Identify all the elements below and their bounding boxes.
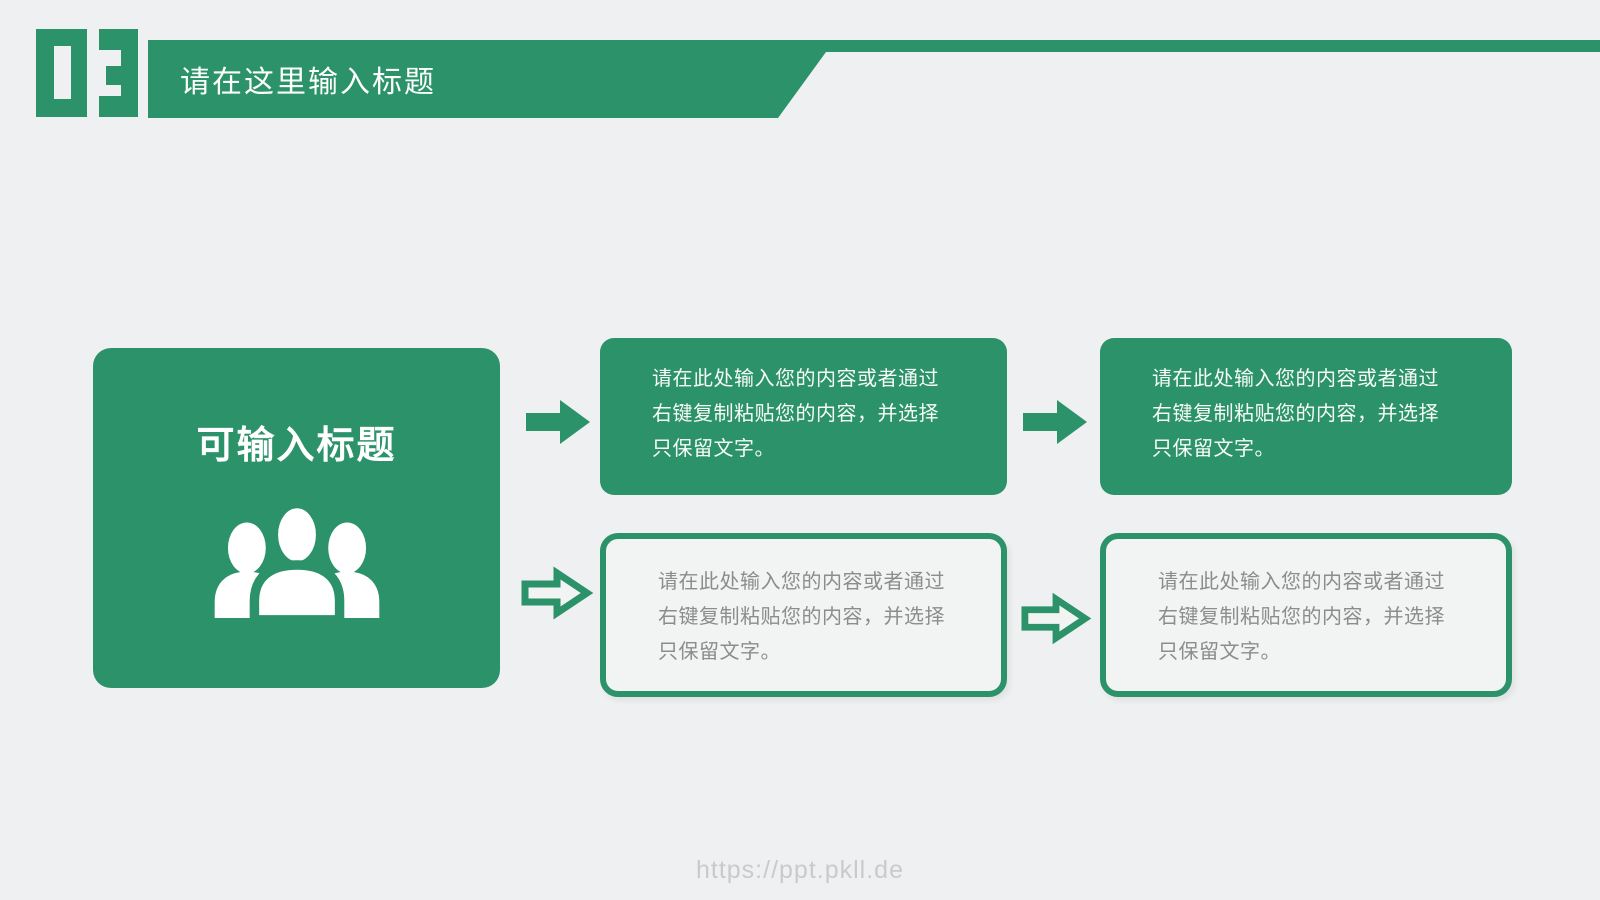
watermark-url: https://ppt.pkll.de <box>695 856 904 884</box>
left-title-card: 可输入标题 <box>93 348 500 688</box>
content-line: 右键复制粘贴您的内容，并选择 <box>1158 606 1445 628</box>
content-line: 请在此处输入您的内容或者通过 <box>652 368 939 390</box>
card-title: 可输入标题 <box>196 425 397 467</box>
content-line: 只保留文字。 <box>1152 438 1275 460</box>
content-line: 右键复制粘贴您的内容，并选择 <box>658 606 945 628</box>
content-line: 只保留文字。 <box>658 641 781 663</box>
solid-right-arrow-icon <box>526 400 590 444</box>
content-line: 右键复制粘贴您的内容，并选择 <box>652 403 939 425</box>
content-line: 请在此处输入您的内容或者通过 <box>658 571 945 593</box>
stencil-digits-icon <box>36 29 138 117</box>
content-line: 只保留文字。 <box>652 438 775 460</box>
content-line: 请在此处输入您的内容或者通过 <box>1158 571 1445 593</box>
content-box-top-middle: 请在此处输入您的内容或者通过 右键复制粘贴您的内容，并选择 只保留文字。 <box>600 338 1007 495</box>
outline-right-arrow-icon <box>521 566 594 620</box>
section-number-03 <box>36 29 138 117</box>
header-banner: 请在这里输入标题 <box>148 40 1600 118</box>
content-line: 请在此处输入您的内容或者通过 <box>1152 368 1439 390</box>
solid-right-arrow-icon <box>1023 400 1087 444</box>
people-group-icon <box>207 495 387 625</box>
slide-title: 请在这里输入标题 <box>180 66 436 99</box>
content-box-bottom-middle: 请在此处输入您的内容或者通过 右键复制粘贴您的内容，并选择 只保留文字。 <box>600 533 1007 697</box>
content-line: 右键复制粘贴您的内容，并选择 <box>1152 403 1439 425</box>
content-box-bottom-right: 请在此处输入您的内容或者通过 右键复制粘贴您的内容，并选择 只保留文字。 <box>1100 533 1512 697</box>
content-box-top-right: 请在此处输入您的内容或者通过 右键复制粘贴您的内容，并选择 只保留文字。 <box>1100 338 1512 495</box>
content-line: 只保留文字。 <box>1158 641 1281 663</box>
outline-right-arrow-icon <box>1021 592 1092 645</box>
